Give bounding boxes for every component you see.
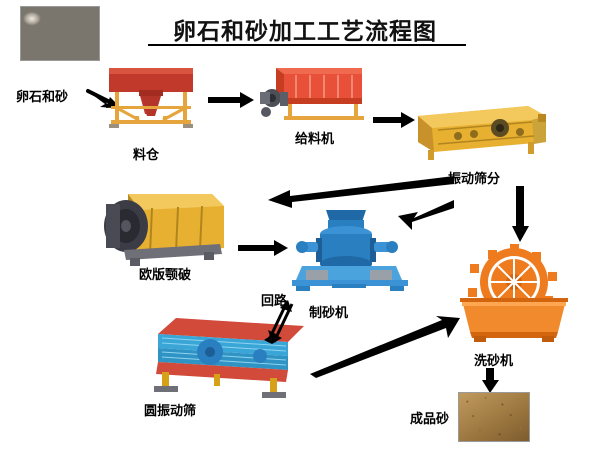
finished-sand-photo (458, 392, 530, 442)
label-vibrating-screen: 振动筛分 (448, 172, 501, 187)
label-circular-screen: 圆振动筛 (144, 404, 197, 419)
arrow-feeder-to-vibrating-screen (373, 112, 417, 128)
raw-material-photo (20, 6, 100, 61)
label-raw-material: 卵石和砂 (16, 90, 69, 105)
arrow-vibrating-screen-to-sand-washer (512, 186, 530, 244)
equipment-circular-screen (148, 312, 308, 398)
label-sand-washer: 洗砂机 (474, 354, 514, 369)
arrow-sand-washer-to-finished-sand (482, 368, 500, 394)
arrow-hopper-to-feeder (208, 92, 256, 108)
title-underline (148, 44, 466, 46)
arrow-return-loop (262, 300, 296, 344)
label-finished-sand: 成品砂 (410, 412, 450, 427)
page-title: 卵石和砂加工工艺流程图 (173, 19, 437, 45)
equipment-feeder (258, 62, 368, 124)
arrow-vibrating-screen-to-jaw-crusher (268, 176, 454, 210)
label-jaw-crusher: 欧版颚破 (139, 268, 192, 283)
arrow-jaw-crusher-to-sand-maker (238, 240, 290, 256)
arrow-circular-screen-to-finished-sand (310, 316, 460, 378)
equipment-sand-maker (292, 208, 408, 294)
equipment-hopper (105, 62, 197, 134)
equipment-jaw-crusher (100, 188, 232, 272)
equipment-sand-washer (460, 244, 568, 342)
label-return-loop: 回路 (261, 294, 288, 309)
equipment-vibrating-screen (412, 98, 550, 164)
label-sand-maker: 制砂机 (309, 306, 349, 321)
label-feeder: 给料机 (295, 132, 335, 147)
arrow-feed-to-sand-maker (392, 198, 454, 232)
label-hopper: 料仓 (133, 148, 160, 163)
